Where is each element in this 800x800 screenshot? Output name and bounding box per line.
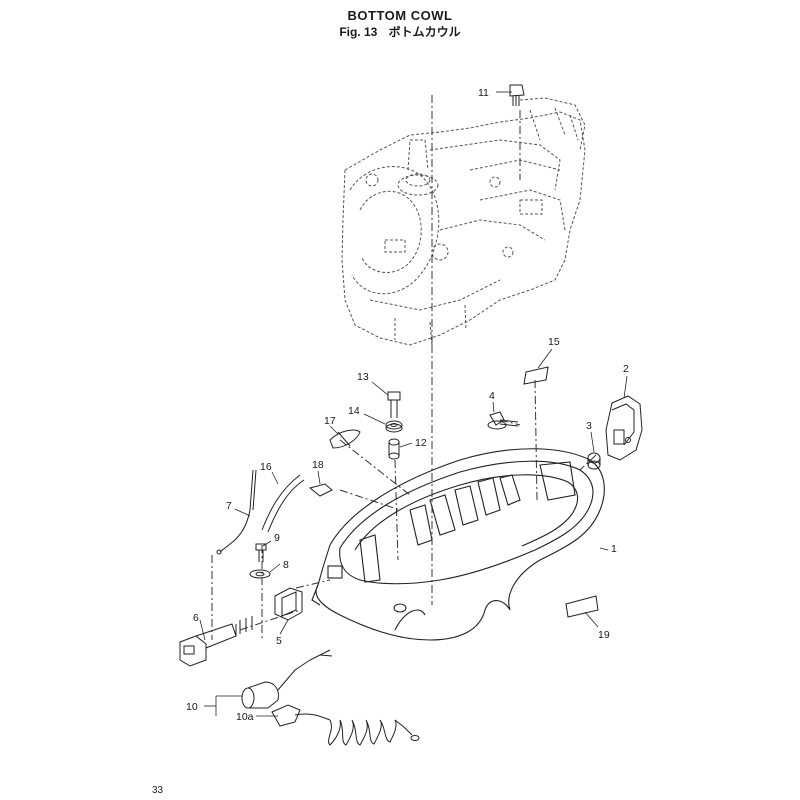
part-label-10: 10 bbox=[186, 701, 198, 713]
part-label-6: 6 bbox=[193, 612, 199, 624]
part-label-19: 19 bbox=[598, 629, 610, 641]
part-label-9: 9 bbox=[274, 532, 280, 544]
latch-bracket bbox=[605, 395, 643, 461]
switch-assembly-6 bbox=[179, 616, 253, 667]
part-label-3: 3 bbox=[586, 420, 592, 432]
bolt-13 bbox=[387, 391, 401, 418]
washer-8 bbox=[249, 569, 271, 579]
figure-name-japanese: ボトムカウル bbox=[388, 25, 461, 39]
page-number: 33 bbox=[152, 785, 164, 796]
collar-12 bbox=[388, 438, 400, 460]
part-label-10a: 10a bbox=[236, 711, 254, 723]
stop-switch-10 bbox=[241, 649, 333, 709]
reference-lines bbox=[211, 95, 597, 640]
part-label-15: 15 bbox=[548, 336, 560, 348]
part-label-13: 13 bbox=[357, 371, 369, 383]
part-label-17: 17 bbox=[324, 415, 336, 427]
cable-7 bbox=[216, 469, 257, 555]
bottom-cowl bbox=[311, 448, 605, 641]
screw-9 bbox=[255, 543, 267, 562]
part-label-14: 14 bbox=[348, 405, 360, 417]
engine-block-ghost bbox=[341, 97, 586, 346]
lanyard-10a bbox=[271, 704, 420, 746]
leader-lines bbox=[199, 91, 628, 717]
diagram-title: BOTTOM COWL bbox=[347, 8, 453, 23]
part-label-5: 5 bbox=[276, 635, 282, 647]
part-label-2: 2 bbox=[623, 363, 629, 375]
clip-18 bbox=[308, 483, 333, 497]
engine-bolt bbox=[509, 84, 525, 106]
part-label-11: 11 bbox=[478, 87, 489, 99]
part-label-8: 8 bbox=[283, 559, 289, 571]
label-pad-19 bbox=[565, 595, 599, 618]
figure-number: Fig. 13 bbox=[339, 25, 378, 39]
part-label-18: 18 bbox=[312, 459, 324, 471]
collar bbox=[587, 452, 601, 470]
grommet-17 bbox=[329, 429, 361, 449]
part-label-12: 12 bbox=[415, 437, 427, 449]
part-label-16: 16 bbox=[260, 461, 272, 473]
part-label-7: 7 bbox=[226, 500, 232, 512]
grommet-5 bbox=[274, 587, 303, 621]
part-labels: 11 15 2 13 4 14 3 17 12 16 18 7 9 1 8 6 … bbox=[186, 87, 629, 723]
label-pad-15 bbox=[523, 366, 549, 385]
part-label-1: 1 bbox=[611, 543, 617, 555]
figure-caption: Fig. 13 ボトムカウル bbox=[0, 23, 800, 40]
part-label-4: 4 bbox=[489, 390, 495, 402]
flange-bolt bbox=[487, 411, 519, 430]
hose-16 bbox=[261, 474, 305, 533]
washer-14 bbox=[385, 420, 403, 433]
